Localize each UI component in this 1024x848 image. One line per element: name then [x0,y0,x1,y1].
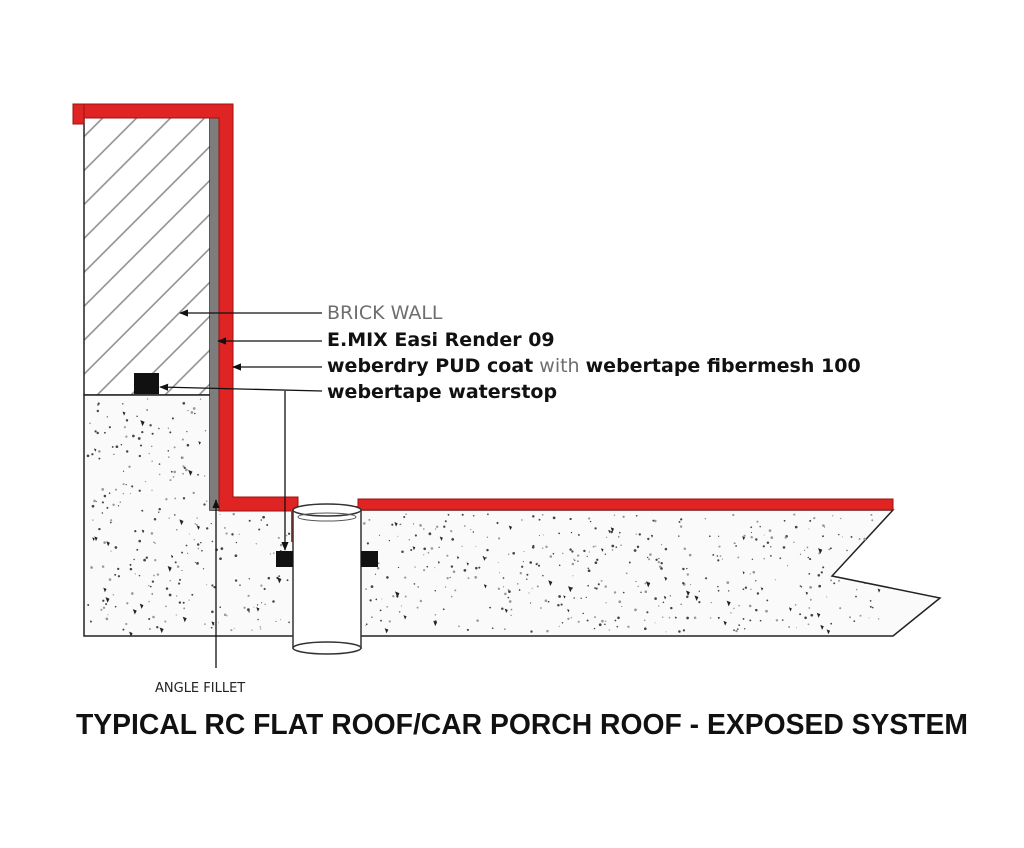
label-render: E.MIX Easi Render 09 [327,329,555,351]
label-fibermesh: webertape fibermesh 100 [586,355,861,377]
label-with: with [533,355,585,377]
concrete-speckles [86,398,881,637]
waterstop-wall [134,373,159,394]
label-coat: weberdry PUD coat [327,355,533,377]
waterstop-drain-right [361,551,378,567]
label-waterstop: webertape waterstop [327,381,557,403]
label-angle-fillet: ANGLE FILLET [155,681,245,696]
diagram-title: TYPICAL RC FLAT ROOF/CAR PORCH ROOF - EX… [76,709,968,741]
brick-wall [83,104,211,396]
membrane-top-cap [72,103,85,125]
label-coat-line: weberdry PUD coat with webertape fiberme… [327,355,861,377]
waterstop-drain-left [276,551,293,567]
leader-waterstop [159,383,323,392]
label-brick-wall: BRICK WALL [327,302,443,324]
render-layer [210,105,219,510]
drain-pipe [292,503,362,655]
